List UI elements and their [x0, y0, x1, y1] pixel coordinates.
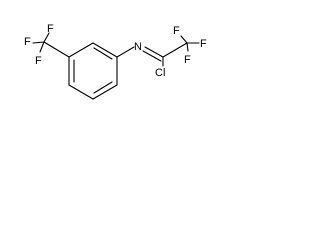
- fluorine-label: F: [47, 23, 54, 35]
- ring-bond-5: [68, 84, 94, 100]
- bond-n-c-double-a: [144, 46, 164, 58]
- fluorine-label: F: [184, 54, 191, 66]
- bond-cf-left-top: [32, 41, 45, 44]
- bond-cf-right-left: [180, 35, 188, 44]
- bond-ring-n: [116, 46, 135, 58]
- chlorine-label: Cl: [155, 67, 165, 79]
- bond-cf3-ring: [43, 41, 70, 58]
- bond-n-c-double-b: [142, 50, 162, 62]
- fluorine-label: F: [173, 25, 180, 37]
- fluorine-label: F: [200, 38, 207, 50]
- chemical-structure: F F F N F F F Cl: [24, 23, 207, 100]
- ring-double-bond-a: [93, 47, 113, 60]
- ring-bond-1: [68, 42, 94, 58]
- ring-bond-2: [92, 42, 118, 58]
- bond-cf-right-bottom: [186, 42, 189, 52]
- fluorine-label: F: [35, 55, 42, 67]
- fluorine-label: F: [24, 36, 31, 48]
- nitrogen-label: N: [134, 41, 142, 53]
- bond-cf-left-bottom: [43, 32, 50, 43]
- bond-cf-left-mid: [39, 41, 45, 53]
- ring-double-bond-b: [93, 81, 113, 94]
- ring-bond-4: [92, 84, 118, 100]
- bond-c-cf3: [162, 42, 188, 58]
